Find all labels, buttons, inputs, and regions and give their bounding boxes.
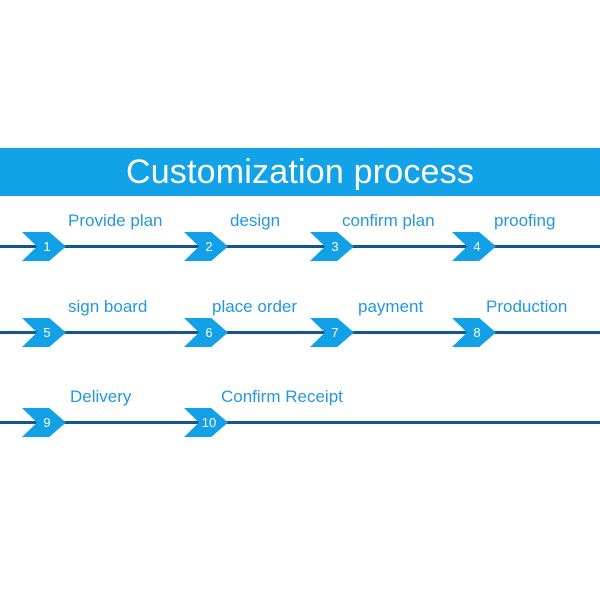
- step-number-3: 3: [331, 239, 339, 254]
- step-number-9: 9: [43, 415, 51, 430]
- flow-rail: [0, 245, 600, 248]
- step-label-4: proofing: [494, 211, 556, 230]
- step-marker-1[interactable]: 1: [22, 232, 66, 261]
- step-marker-3[interactable]: 3: [310, 232, 354, 261]
- step-marker-7[interactable]: 7: [310, 318, 354, 347]
- step-marker-9[interactable]: 9: [22, 408, 66, 437]
- step-label-2: design: [230, 211, 281, 230]
- step-label-6: place order: [212, 297, 298, 316]
- step-number-1: 1: [43, 239, 51, 254]
- step-label-7: payment: [358, 297, 424, 316]
- step-label-5: sign board: [68, 297, 148, 316]
- step-label-10: Confirm Receipt: [221, 387, 343, 406]
- page-title: Customization process: [125, 153, 475, 191]
- step-marker-8[interactable]: 8: [452, 318, 496, 347]
- flow-row-3: Delivery Confirm Receipt 9 10: [0, 388, 600, 448]
- step-number-5: 5: [43, 325, 51, 340]
- step-label-8: Production: [486, 297, 568, 316]
- step-number-2: 2: [205, 239, 213, 254]
- flow-row-1: Provide plan design confirm plan proofin…: [0, 212, 600, 272]
- step-marker-2[interactable]: 2: [184, 232, 228, 261]
- step-number-4: 4: [473, 239, 481, 254]
- flow-rail: [0, 331, 600, 334]
- flow-row-2: sign board place order payment Productio…: [0, 298, 600, 358]
- step-label-9: Delivery: [70, 387, 132, 406]
- step-marker-4[interactable]: 4: [452, 232, 496, 261]
- step-marker-6[interactable]: 6: [184, 318, 228, 347]
- step-label-3: confirm plan: [342, 211, 435, 230]
- step-number-10: 10: [201, 415, 217, 430]
- title-banner: Customization process: [0, 148, 600, 196]
- step-number-7: 7: [331, 325, 339, 340]
- step-number-6: 6: [205, 325, 213, 340]
- step-number-8: 8: [473, 325, 481, 340]
- step-label-1: Provide plan: [68, 211, 163, 230]
- step-marker-10[interactable]: 10: [184, 408, 228, 437]
- flow-rail: [0, 421, 600, 424]
- step-marker-5[interactable]: 5: [22, 318, 66, 347]
